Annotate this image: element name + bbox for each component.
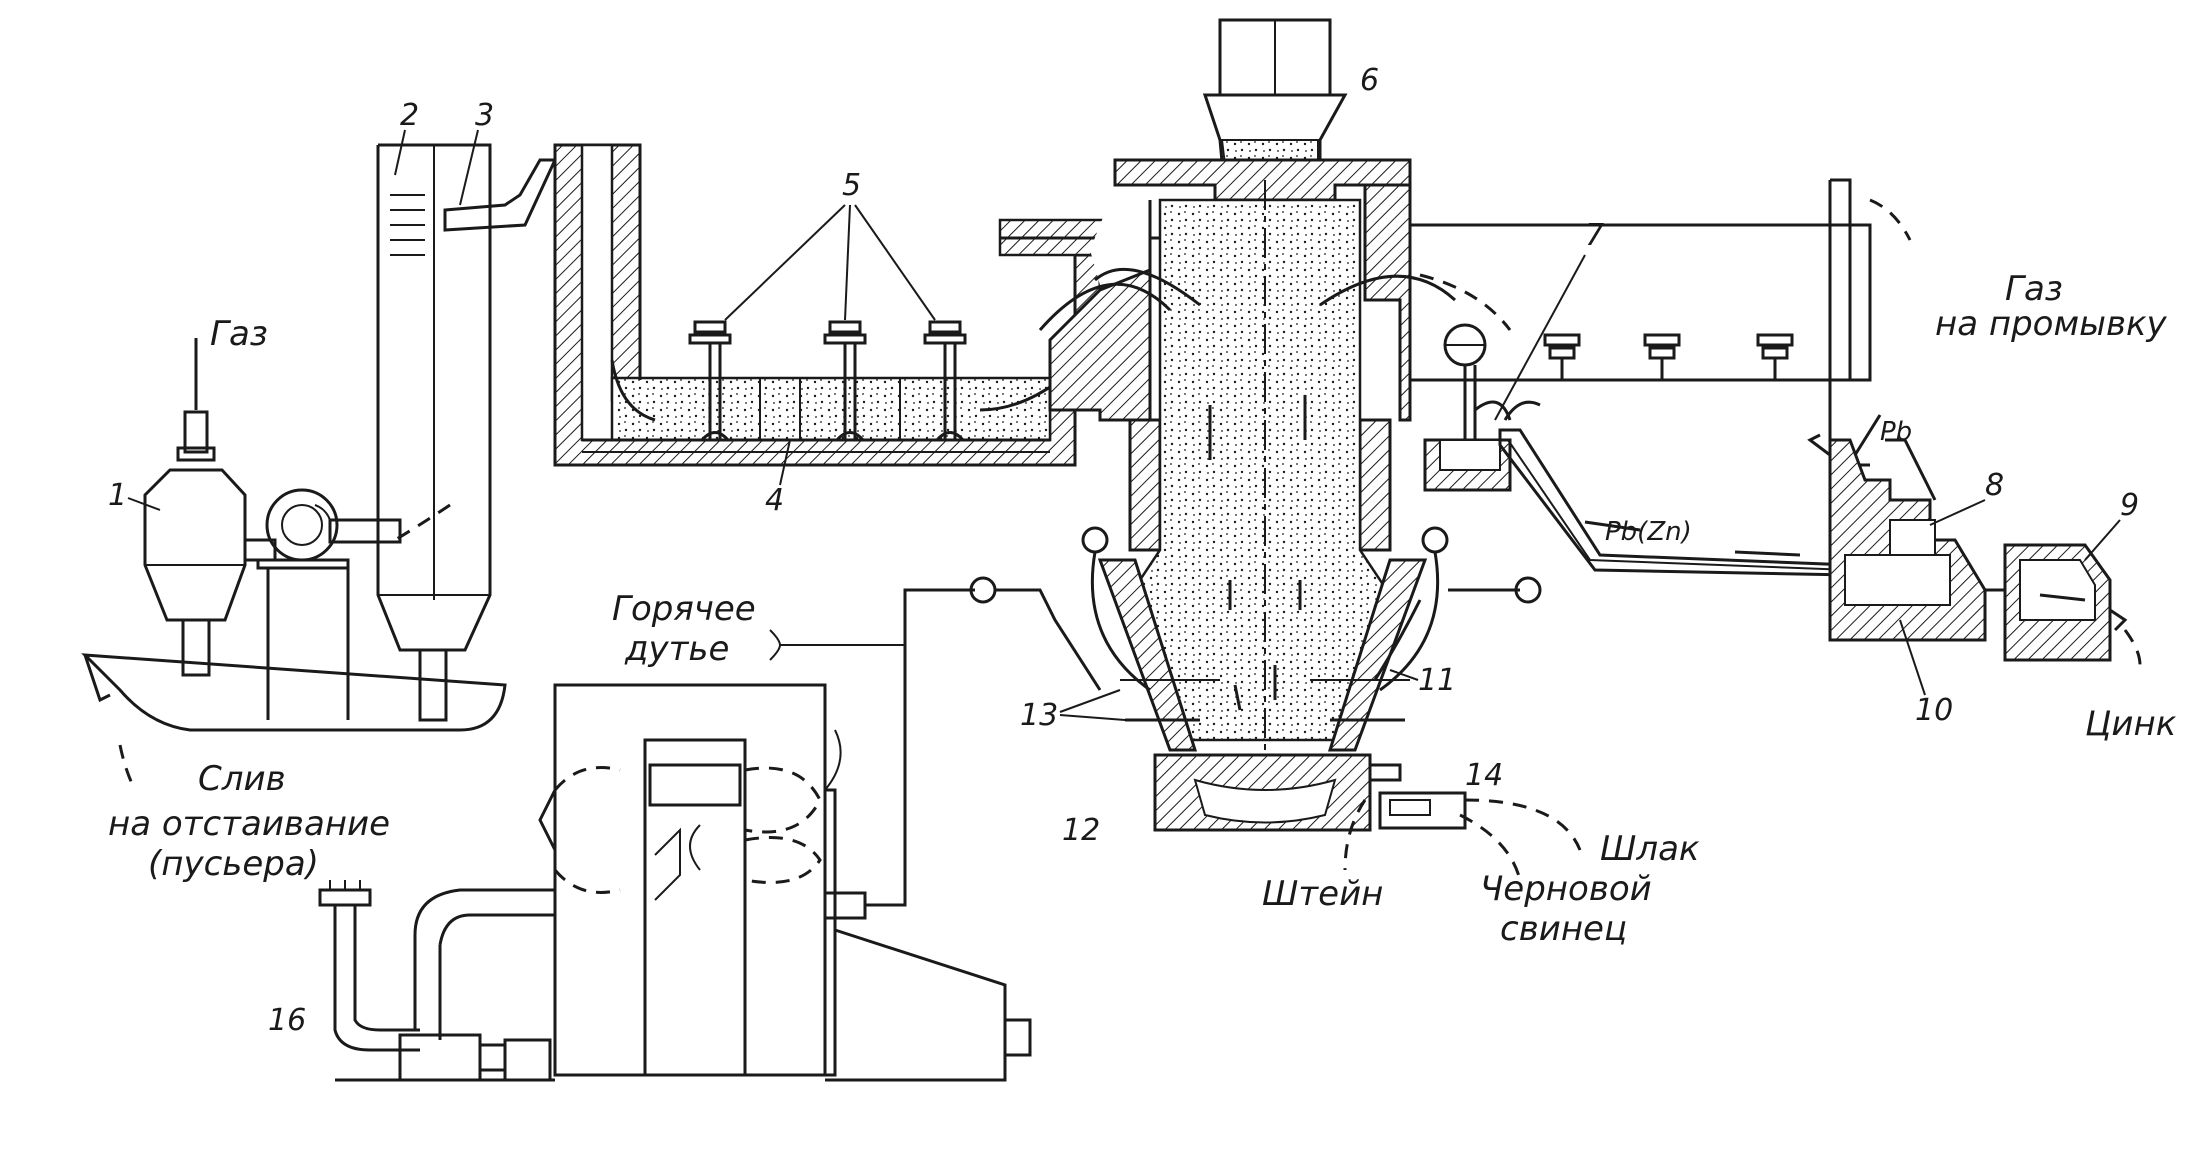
label-gas-up: Газ [210,314,268,354]
number-5: 5 [842,168,861,203]
label-lead: Pb [1880,417,1912,447]
label-matte: Штейн [1262,874,1383,914]
settling-tray [81,653,507,791]
number-1: 1 [108,478,127,513]
number-13: 13 [1020,698,1058,733]
lead-splash-condenser [553,143,1160,467]
label-hot-blast-1: Горячее [612,589,756,629]
tapping-ladle-14 [1343,791,1582,881]
number-7: 7 [1585,218,1604,253]
zinc-bath-9 [1985,543,2142,666]
number-11: 11 [1418,663,1456,698]
number-6: 6 [1360,63,1379,98]
number-12: 12 [1062,813,1100,848]
right-rotor-2 [1643,333,1681,380]
rotor-3 [923,320,967,442]
number-16: 16 [268,1003,306,1038]
label-settling-1: Слив [198,759,286,799]
lead-pump-7 [1423,323,1541,492]
number-3: 3 [475,98,494,133]
number-9: 9 [2120,488,2139,523]
label-slag: Шлак [1600,829,1700,869]
exhaust-fan [243,488,402,720]
label-hot-blast-2: дутье [624,629,729,669]
label-crude-lead-1: Черновой [1480,869,1652,909]
number-10: 10 [1915,693,1953,728]
lead-launder [1498,428,1852,577]
shaft-furnace [1038,18,1512,832]
label-gas-wash-2: на промывку [1935,304,2168,344]
right-rotor-1 [1543,333,1581,380]
number-8: 8 [1985,468,2004,503]
right-rotor-3 [1756,333,1794,380]
label-zinc: Цинк [2085,704,2177,744]
separation-bath-8-10 [1807,414,1987,642]
right-gas-duct [1410,178,1912,467]
label-settling-2: на отстаивание [108,804,390,844]
label-gas-wash-1: Газ [2005,269,2063,309]
hot-blast-stove [538,576,1542,1082]
reference-numbers: 1 2 3 4 5 6 7 8 9 10 11 12 13 14 16 [108,63,2139,1038]
label-lead-zinc: Pb(Zn) [1605,517,1692,547]
scrubber-unit-1 [143,338,247,677]
number-2: 2 [400,98,419,133]
label-settling-3: (пусьера) [148,844,319,884]
labels: Газ Газ на промывку Горячее дутье Слив н… [108,269,2177,949]
cooling-tower [376,143,558,722]
rotor-1 [688,320,732,442]
blower-16 [318,880,555,1082]
number-14: 14 [1465,758,1503,793]
number-4: 4 [765,483,784,518]
rotor-2 [823,320,867,442]
label-crude-lead-2: свинец [1500,909,1627,949]
